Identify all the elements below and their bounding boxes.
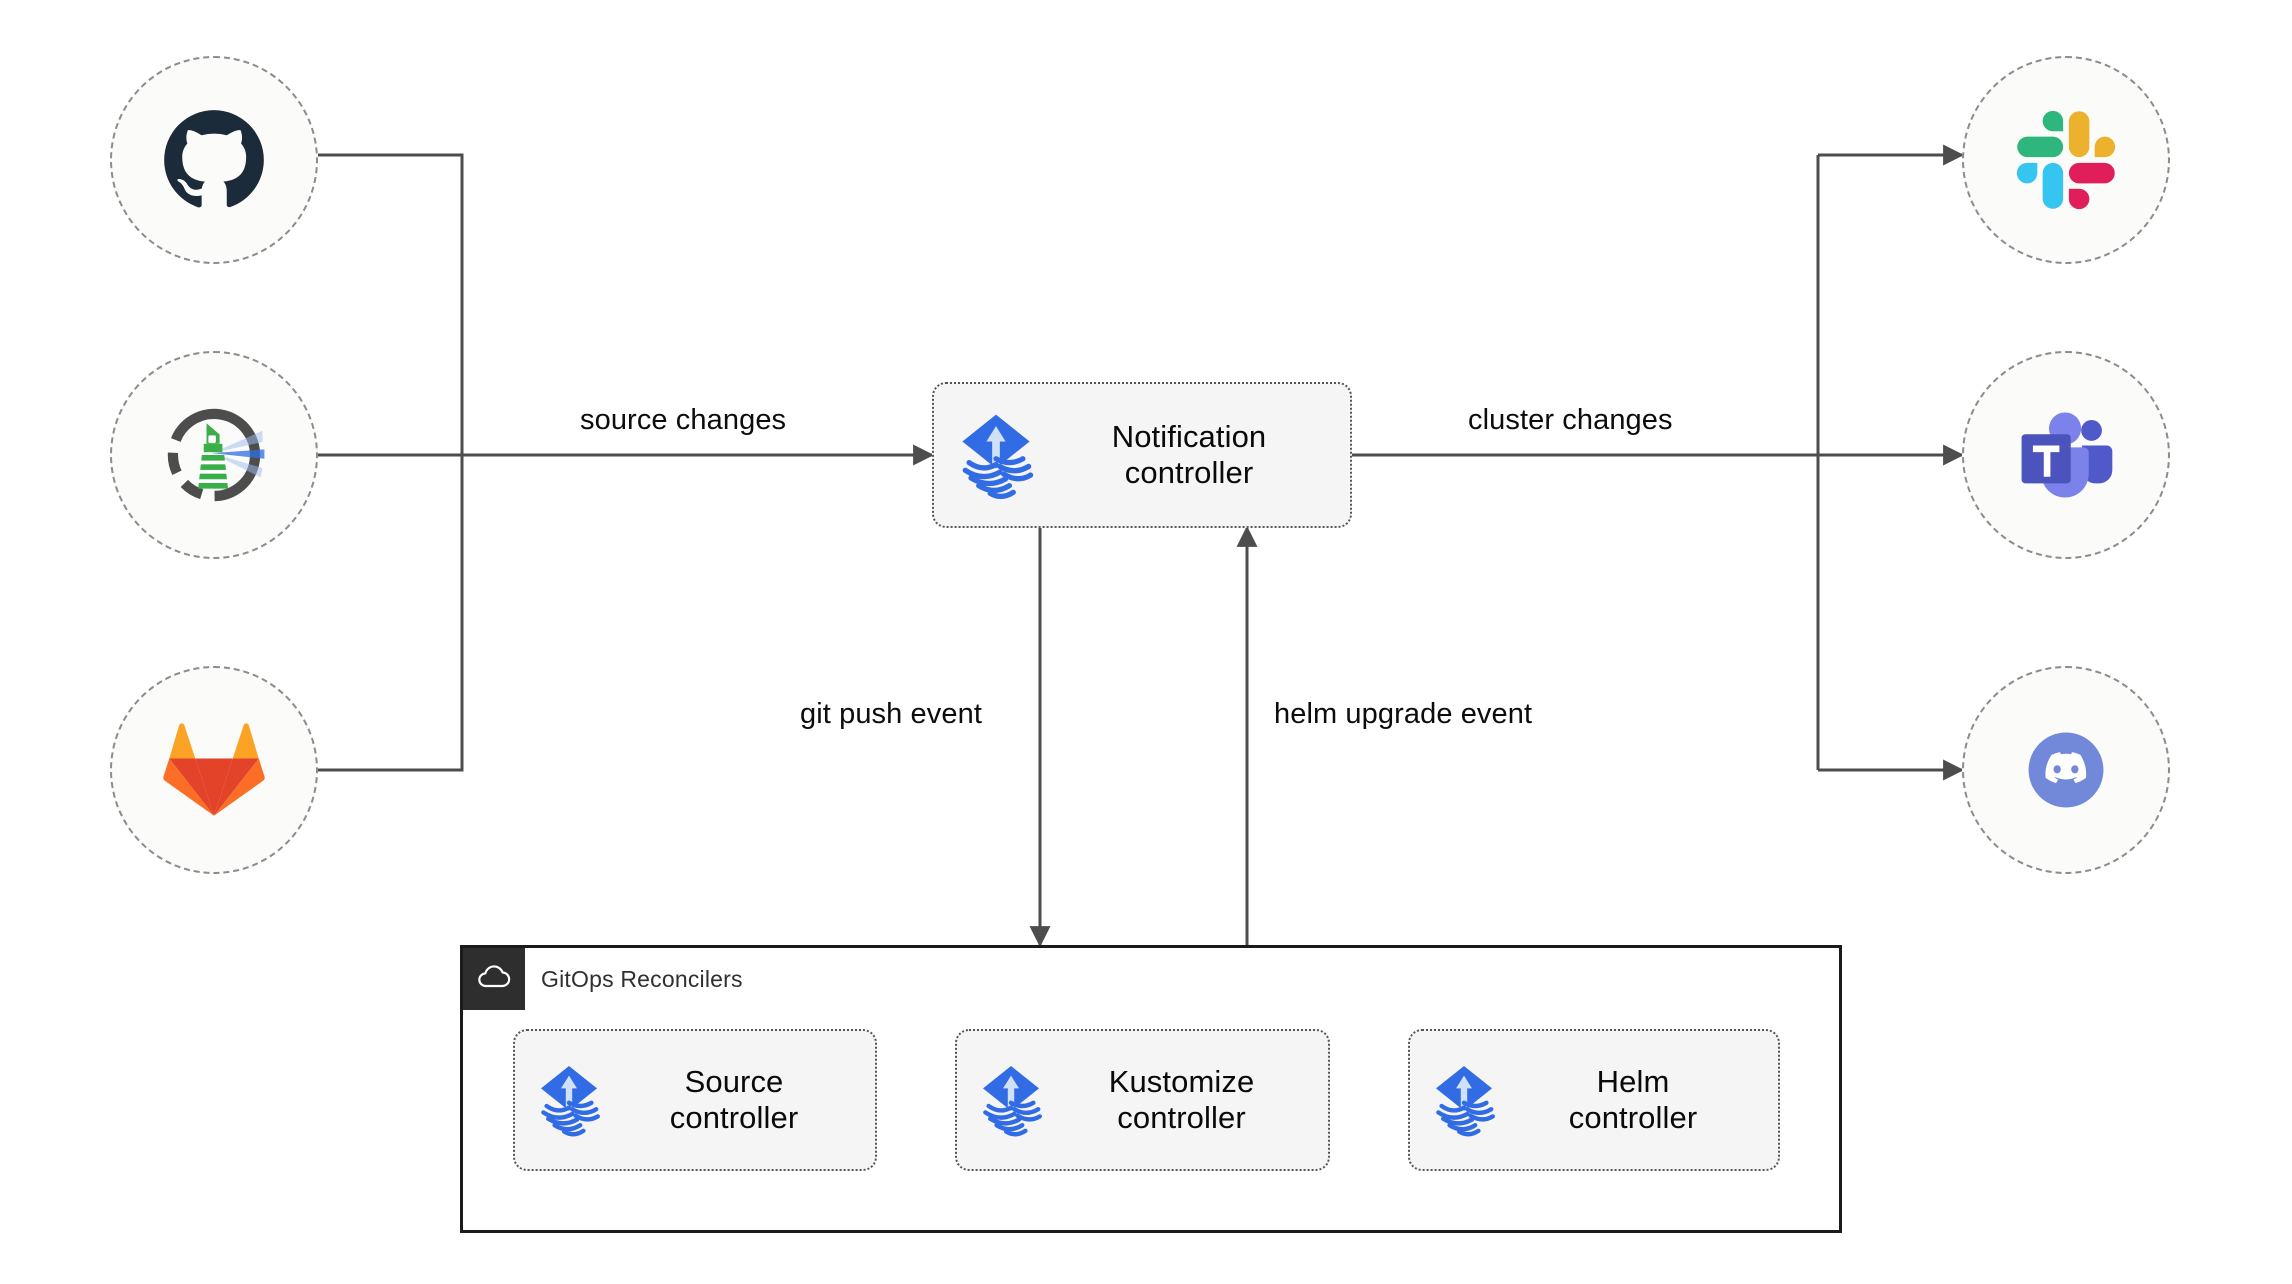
flux-icon xyxy=(529,1058,609,1143)
helm-controller-label: Helm controller xyxy=(1568,1063,1698,1135)
discord-icon xyxy=(2014,718,2118,822)
kustomize-controller-label: Kustomize controller xyxy=(1108,1063,1255,1135)
edge-label-helm-upgrade-event: helm upgrade event xyxy=(1274,698,1533,730)
flux-icon xyxy=(948,405,1044,506)
cloud-icon xyxy=(476,963,512,996)
group-icon-tab xyxy=(463,948,525,1010)
source-node-registry[interactable] xyxy=(110,351,318,559)
destination-node-teams[interactable] xyxy=(1962,351,2170,559)
notification-controller-node[interactable]: Notification controller xyxy=(932,382,1352,528)
edge-label-cluster-changes: cluster changes xyxy=(1468,404,1673,436)
kustomize-controller-node[interactable]: Kustomize controller xyxy=(955,1029,1330,1171)
microsoft-teams-icon xyxy=(2014,403,2118,507)
slack-icon xyxy=(2016,110,2116,210)
flux-icon xyxy=(971,1058,1051,1143)
destination-node-discord[interactable] xyxy=(1962,666,2170,874)
flux-icon xyxy=(1424,1058,1504,1143)
group-title: GitOps Reconcilers xyxy=(541,965,743,992)
edge-label-source-changes: source changes xyxy=(580,404,787,436)
source-node-gitlab[interactable] xyxy=(110,666,318,874)
flux-lighthouse-icon xyxy=(158,399,270,511)
source-controller-node[interactable]: Source controller xyxy=(513,1029,877,1171)
destination-node-slack[interactable] xyxy=(1962,56,2170,264)
notification-controller-label: Notification controller xyxy=(1111,418,1267,490)
source-node-github[interactable] xyxy=(110,56,318,264)
edge-label-git-push-event: git push event xyxy=(800,698,982,730)
source-controller-label: Source controller xyxy=(669,1063,799,1135)
gitlab-icon xyxy=(162,718,266,822)
helm-controller-node[interactable]: Helm controller xyxy=(1408,1029,1780,1171)
github-icon xyxy=(162,108,266,212)
